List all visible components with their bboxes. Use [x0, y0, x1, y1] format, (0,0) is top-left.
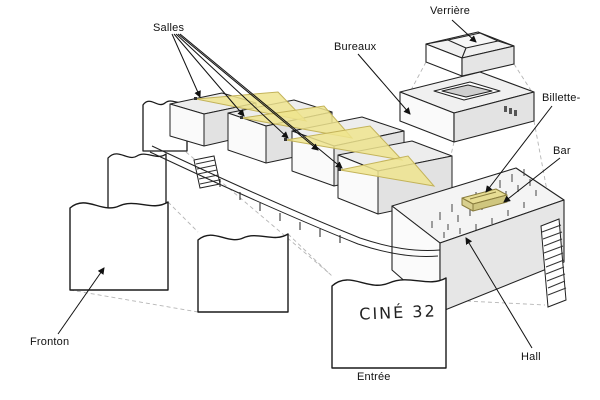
label-billetterie: Billette-: [542, 92, 581, 104]
bar-counter: [461, 188, 508, 212]
label-salles: Salles: [153, 22, 185, 34]
label-verriere: Verrière: [430, 5, 471, 17]
label-fronton: Fronton: [30, 336, 70, 348]
leader-arrows: [57, 19, 561, 349]
projector-marks: [194, 97, 341, 171]
bureaux-volume: [399, 71, 535, 143]
fronton-panels-front: [69, 201, 447, 369]
light-beams: [195, 91, 436, 187]
label-hall: Hall: [521, 351, 541, 363]
canopy-curve: [149, 145, 441, 257]
facade-sign-cine32: CINÉ 32: [358, 301, 438, 324]
verriere-volume: [425, 31, 515, 77]
stairs-hatch: [540, 218, 567, 308]
fronton-panels-back: [107, 100, 188, 209]
label-bureaux: Bureaux: [334, 41, 377, 53]
label-bar: Bar: [553, 145, 571, 157]
label-entree: Entrée: [357, 371, 391, 383]
